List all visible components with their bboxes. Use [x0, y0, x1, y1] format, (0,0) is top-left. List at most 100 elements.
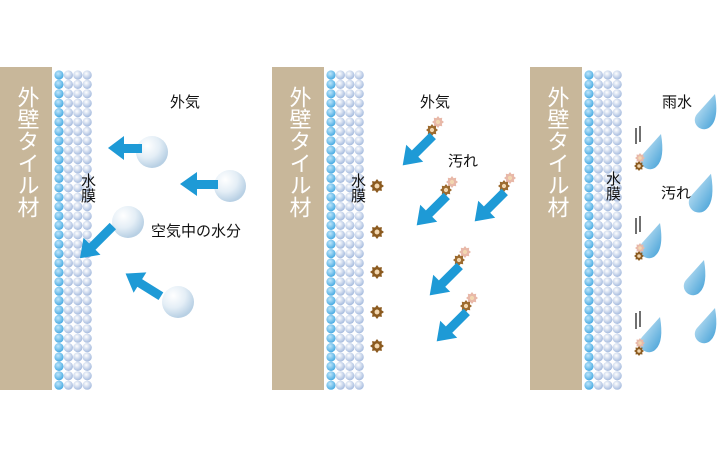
film-dot: [326, 202, 336, 212]
film-dot: [584, 117, 594, 127]
film-dot: [612, 277, 622, 287]
film-dot: [603, 164, 613, 174]
film-dot: [326, 296, 336, 306]
film-dot: [593, 267, 604, 277]
film-dot: [354, 220, 364, 230]
film-dot: [354, 164, 364, 174]
film-dot: [603, 249, 613, 259]
film-dot: [73, 230, 83, 240]
dirt-particle: [498, 180, 510, 192]
film-dot: [335, 380, 345, 390]
film-dot: [345, 239, 355, 249]
film-dot: [73, 333, 83, 343]
film-dot: [584, 89, 594, 99]
dirt-particle: [634, 346, 644, 356]
film-dot: [82, 192, 92, 202]
film-dot: [335, 305, 345, 315]
film-dot: [54, 155, 64, 165]
film-dot: [335, 296, 345, 306]
film-dot: [82, 258, 92, 268]
film-dot: [603, 183, 613, 193]
film-dot: [603, 145, 613, 155]
film-dot: [326, 183, 336, 193]
film-dot: [326, 108, 336, 118]
film-dot: [326, 192, 336, 202]
raindrop-icon: [688, 173, 713, 213]
film-dot: [73, 79, 83, 89]
film-dot: [593, 173, 604, 183]
film-dot: [54, 296, 64, 306]
film-dot: [584, 371, 594, 381]
film-dot: [63, 277, 73, 287]
film-dot: [345, 352, 355, 362]
film-dot: [593, 296, 604, 306]
film-dot: [73, 145, 83, 155]
film-dot: [63, 343, 73, 353]
film-dot: [63, 314, 73, 324]
film-dot: [603, 108, 613, 118]
film-dot: [593, 89, 604, 99]
film-dot: [54, 258, 64, 268]
water-droplet: [214, 170, 246, 202]
film-dot: [345, 173, 355, 183]
film-dot: [345, 324, 355, 334]
film-dot: [593, 126, 604, 136]
film-dot: [82, 183, 92, 193]
film-dot: [593, 164, 604, 174]
dirt-particle: [453, 254, 465, 266]
film-dot: [326, 258, 336, 268]
film-dot: [354, 324, 364, 334]
film-dot: [584, 324, 594, 334]
film-dot: [73, 352, 83, 362]
film-dot: [335, 192, 345, 202]
film-dot: [54, 211, 64, 221]
film-dot: [584, 333, 594, 343]
film-dot: [82, 230, 92, 240]
film-dot: [82, 296, 92, 306]
dirt-particle: [370, 225, 384, 239]
film-dot: [82, 286, 92, 296]
dirt-particle: [504, 172, 516, 184]
film-dot: [326, 277, 336, 287]
film-dot: [82, 126, 92, 136]
dirt-particle: [635, 153, 645, 163]
film-dot: [354, 296, 364, 306]
film-dot: [593, 333, 604, 343]
film-dot: [345, 211, 355, 221]
film-dot: [63, 155, 73, 165]
film-dot: [593, 183, 604, 193]
film-dot: [354, 173, 364, 183]
arrow-icon: [125, 272, 164, 301]
film-dot: [354, 145, 364, 155]
film-dot: [612, 305, 622, 315]
film-dot: [335, 277, 345, 287]
arrow-icon: [436, 308, 470, 342]
film-dot: [612, 164, 622, 174]
film-dot: [612, 324, 622, 334]
raindrop-icon: [639, 223, 662, 259]
film-dot: [593, 98, 604, 108]
film-dot: [54, 305, 64, 315]
film-dot: [63, 267, 73, 277]
film-dot: [354, 277, 364, 287]
film-dot: [54, 192, 64, 202]
film-dot: [345, 380, 355, 390]
film-dot: [603, 286, 613, 296]
dirt-particle: [370, 305, 384, 319]
film-dot: [603, 352, 613, 362]
film-dot: [584, 249, 594, 259]
film-dot: [612, 202, 622, 212]
film-dot: [593, 343, 604, 353]
dirt-particle: [459, 246, 471, 258]
film-dot: [584, 361, 594, 371]
dirt-particle: [466, 292, 478, 304]
film-dot: [63, 324, 73, 334]
film-dot: [612, 145, 622, 155]
film-dot: [335, 145, 345, 155]
film-dot: [73, 202, 83, 212]
film-dot: [54, 324, 64, 334]
film-dot: [603, 277, 613, 287]
film-dot: [82, 108, 92, 118]
film-dot: [82, 155, 92, 165]
film-dot: [603, 324, 613, 334]
